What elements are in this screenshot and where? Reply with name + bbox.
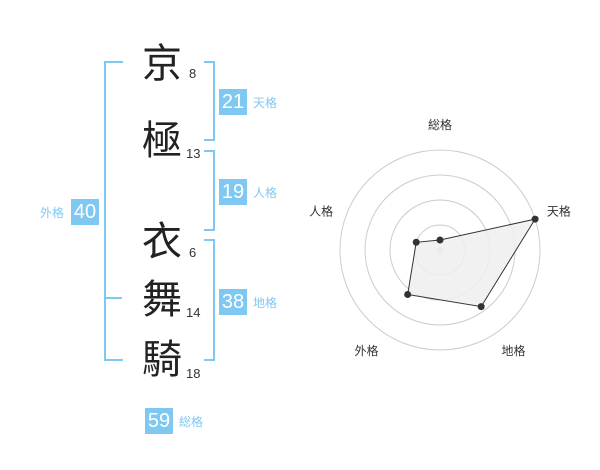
name-char-2: 極 <box>142 118 182 164</box>
gaikaku-value: 40 <box>71 199 99 225</box>
radar-axis-label-3: 地格 <box>501 343 525 358</box>
radar-axis-label-5: 人格 <box>309 203 333 218</box>
gaikaku-divider <box>104 297 122 299</box>
jinkaku-label: 人格 <box>253 186 278 200</box>
soukaku-label: 総格 <box>179 415 204 429</box>
soukaku-value: 59 <box>145 408 173 434</box>
name-char-3: 衣 <box>142 219 182 265</box>
radar-ring-1 <box>339 149 541 351</box>
tenkaku-value: 21 <box>219 89 247 115</box>
radar-point-1 <box>436 236 444 244</box>
tenkaku-bracket <box>204 61 215 141</box>
gaikaku-bracket <box>104 61 123 361</box>
name-char-4: 舞 <box>142 277 182 323</box>
radar-point-4 <box>404 290 412 298</box>
gaikaku-label: 外格 <box>40 206 65 220</box>
radar-axis-label-4: 外格 <box>355 343 379 358</box>
chikaku-label: 地格 <box>253 296 278 310</box>
stroke-count-5: 18 <box>186 366 201 381</box>
radar-axis-label-2: 天格 <box>547 203 571 218</box>
tenkaku-label: 天格 <box>253 96 278 110</box>
jinkaku-value: 19 <box>219 179 247 205</box>
radar-point-2 <box>531 215 539 223</box>
radar-shape <box>407 218 537 308</box>
name-char-5: 騎 <box>142 337 182 383</box>
jinkaku-bracket <box>204 150 215 231</box>
stroke-count-3: 6 <box>189 245 197 260</box>
stroke-count-4: 14 <box>186 305 201 320</box>
name-char-1: 京 <box>142 41 182 87</box>
radar-axis-label-1: 総格 <box>428 117 452 132</box>
radar-point-5 <box>412 238 420 246</box>
chikaku-value: 38 <box>219 289 247 315</box>
stroke-count-2: 13 <box>186 146 201 161</box>
radar-point-3 <box>477 303 485 311</box>
chikaku-bracket <box>204 239 215 361</box>
stroke-count-1: 8 <box>189 66 197 81</box>
